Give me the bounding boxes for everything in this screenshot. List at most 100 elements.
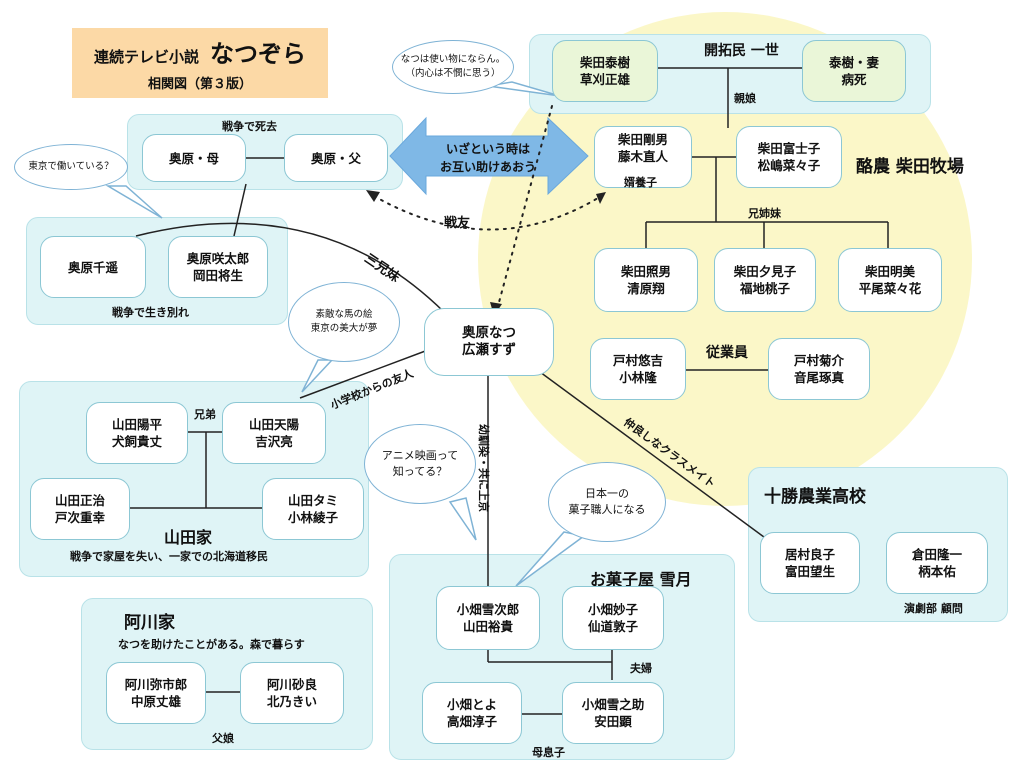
person-kikusuke-role: 戸村菊介: [793, 353, 844, 368]
person-teruo-actor: 清原翔: [627, 281, 665, 296]
person-kikusuke-actor: 音尾琢真: [793, 370, 844, 385]
yamada-note: 戦争で家屋を失い、一家での北海道移民: [70, 550, 268, 563]
person-sakutaro[interactable]: 奥原咲太郎 岡田将生: [168, 236, 268, 298]
bubble-yukijiro-thought: アニメ映画って 知ってる？: [364, 424, 476, 504]
person-kurata-actor: 柄本佑: [918, 564, 956, 579]
person-yohei-role: 山田陽平: [111, 417, 162, 432]
person-masaji-role: 山田正治: [54, 493, 105, 508]
person-yukichi-actor: 小林隆: [619, 370, 657, 385]
person-fujiko-actor: 松嶋菜々子: [757, 158, 821, 173]
person-yohei[interactable]: 山田陽平 犬飼貴丈: [86, 402, 188, 464]
person-taiju-wife[interactable]: 泰樹・妻 病死: [802, 40, 906, 102]
person-yukichi-role: 戸村悠吉: [612, 353, 663, 368]
person-yohei-actor: 犬飼貴丈: [111, 434, 162, 449]
person-sara-actor: 北乃きい: [266, 694, 317, 709]
label-drama-club: 演劇部 顧問: [904, 602, 963, 615]
bubble-taeko-thought: 日本一の 菓子職人になる: [548, 462, 666, 542]
person-yajiro[interactable]: 阿川弥市郎 中原丈雄: [106, 662, 206, 724]
label-war-dead: 戦争で死去: [222, 120, 277, 133]
person-akemi-actor: 平尾菜々花: [858, 281, 922, 296]
bubble-taeko-line2: 菓子職人になる: [568, 503, 646, 516]
person-natsu-actor: 広瀬すず: [462, 342, 516, 358]
bubble-taeko-line1: 日本一の: [585, 487, 629, 500]
bubble-chiharu-line1: 東京で働いている？: [28, 161, 114, 172]
person-kurata-role: 倉田隆一: [911, 547, 962, 562]
person-yukinosuke-role: 小畑雪之助: [581, 697, 645, 712]
agawa-note: なつを助けたことがある。森で暮らす: [118, 638, 305, 651]
label-pioneer: 開拓民 一世: [704, 43, 779, 59]
label-ranch: 酪農 柴田牧場: [856, 157, 964, 177]
person-taiju-actor: 草刈正雄: [579, 72, 630, 87]
person-kikusuke[interactable]: 戸村菊介 音尾琢真: [768, 338, 870, 400]
person-tenyo[interactable]: 山田天陽 吉沢亮: [222, 402, 326, 464]
person-tenyo-actor: 吉沢亮: [255, 434, 293, 449]
person-masaji-actor: 戸次重幸: [54, 510, 105, 525]
person-natsu-role: 奥原なつ: [462, 325, 516, 341]
person-yukijiro-role: 小畑雪次郎: [456, 602, 520, 617]
relation-couple: 夫婦: [630, 662, 652, 675]
person-toyo-role: 小畑とよ: [446, 697, 497, 712]
person-chiharu[interactable]: 奥原千遥: [40, 236, 146, 298]
relation-siblings: 兄姉妹: [748, 207, 781, 220]
person-natsu[interactable]: 奥原なつ 広瀬すず: [424, 308, 554, 376]
person-sakutaro-role: 奥原咲太郎: [186, 251, 250, 266]
person-yumiko-actor: 福地桃子: [739, 281, 790, 296]
person-yukijiro-actor: 山田裕貴: [462, 619, 513, 634]
person-taiju[interactable]: 柴田泰樹 草刈正雄: [552, 40, 658, 102]
person-yajiro-role: 阿川弥市郎: [124, 677, 188, 692]
person-taiju-role: 柴田泰樹: [579, 55, 630, 70]
person-tenyo-role: 山田天陽: [248, 417, 299, 432]
person-yajiro-actor: 中原丈雄: [130, 694, 181, 709]
person-sara[interactable]: 阿川砂良 北乃きい: [240, 662, 344, 724]
person-fujiko[interactable]: 柴田富士子 松嶋菜々子: [736, 126, 842, 188]
bubble-taiju-line1: なつは使い物にならん。: [400, 54, 506, 65]
person-fujiko-role: 柴田富士子: [757, 141, 821, 156]
bubble-chiharu-thought: 東京で働いている？: [14, 144, 128, 190]
bubble-taiju-thought: なつは使い物にならん。 （内心は不憫に思う）: [392, 40, 514, 94]
mutual-help-line2: お互い助けあおう: [439, 160, 536, 174]
person-taiju-wife-role: 泰樹・妻: [828, 55, 879, 70]
person-yukichi[interactable]: 戸村悠吉 小林隆: [590, 338, 686, 400]
person-yukinosuke[interactable]: 小畑雪之助 安田顕: [562, 682, 664, 744]
person-teruo[interactable]: 柴田照男 清原翔: [594, 248, 698, 312]
person-toyo[interactable]: 小畑とよ 高畑淳子: [422, 682, 522, 744]
bubble-yukijiro-line1: アニメ映画って: [381, 449, 459, 462]
title-name: なつぞら: [210, 40, 307, 68]
person-okuhara-father[interactable]: 奥原・父: [284, 134, 388, 182]
person-goro-actor: 藤木直人: [617, 149, 668, 164]
relation-father-daughter: 父娘: [212, 732, 234, 745]
label-war-separated: 戦争で生き別れ: [112, 306, 189, 319]
person-masaji[interactable]: 山田正治 戸次重幸: [30, 478, 130, 540]
person-yumiko-role: 柴田夕見子: [733, 264, 797, 279]
person-goro[interactable]: 柴田剛男 藤木直人: [594, 126, 692, 188]
label-employees: 従業員: [706, 345, 748, 361]
title-sub: 相関図（第３版）: [147, 77, 252, 92]
person-taeko[interactable]: 小畑妙子 仙道敦子: [562, 586, 664, 650]
relation-mother-son: 母息子: [532, 746, 565, 759]
person-akemi[interactable]: 柴田明美 平尾菜々花: [838, 248, 942, 312]
relation-comrades: 戦友: [444, 216, 471, 231]
person-sakutaro-actor: 岡田将生: [192, 268, 243, 283]
label-tokachi: 十勝農業高校: [764, 487, 866, 507]
bubble-tenyo-line1: 素敵な馬の絵: [315, 309, 373, 320]
person-yukinosuke-actor: 安田顕: [594, 714, 632, 729]
person-tami[interactable]: 山田タミ 小林綾子: [262, 478, 364, 540]
bubble-yukijiro-line2: 知ってる？: [392, 465, 448, 478]
label-yamada: 山田家: [164, 528, 213, 547]
person-yoshiko-actor: 富田望生: [784, 564, 835, 579]
person-akemi-role: 柴田明美: [864, 264, 915, 279]
person-yoshiko[interactable]: 居村良子 富田望生: [760, 532, 860, 594]
person-tami-actor: 小林綾子: [287, 510, 338, 525]
person-yoshiko-role: 居村良子: [784, 547, 835, 562]
person-yumiko[interactable]: 柴田夕見子 福地桃子: [714, 248, 816, 312]
person-yukijiro[interactable]: 小畑雪次郎 山田裕貴: [436, 586, 540, 650]
person-taeko-actor: 仙道敦子: [587, 619, 638, 634]
person-kurata[interactable]: 倉田隆一 柄本佑: [886, 532, 988, 594]
person-sara-role: 阿川砂良: [266, 677, 317, 692]
person-tami-role: 山田タミ: [287, 493, 338, 508]
person-okuhara-mother[interactable]: 奥原・母: [142, 134, 246, 182]
relation-brothers: 兄弟: [194, 408, 216, 421]
person-okuhara-father-role: 奥原・父: [310, 150, 361, 166]
